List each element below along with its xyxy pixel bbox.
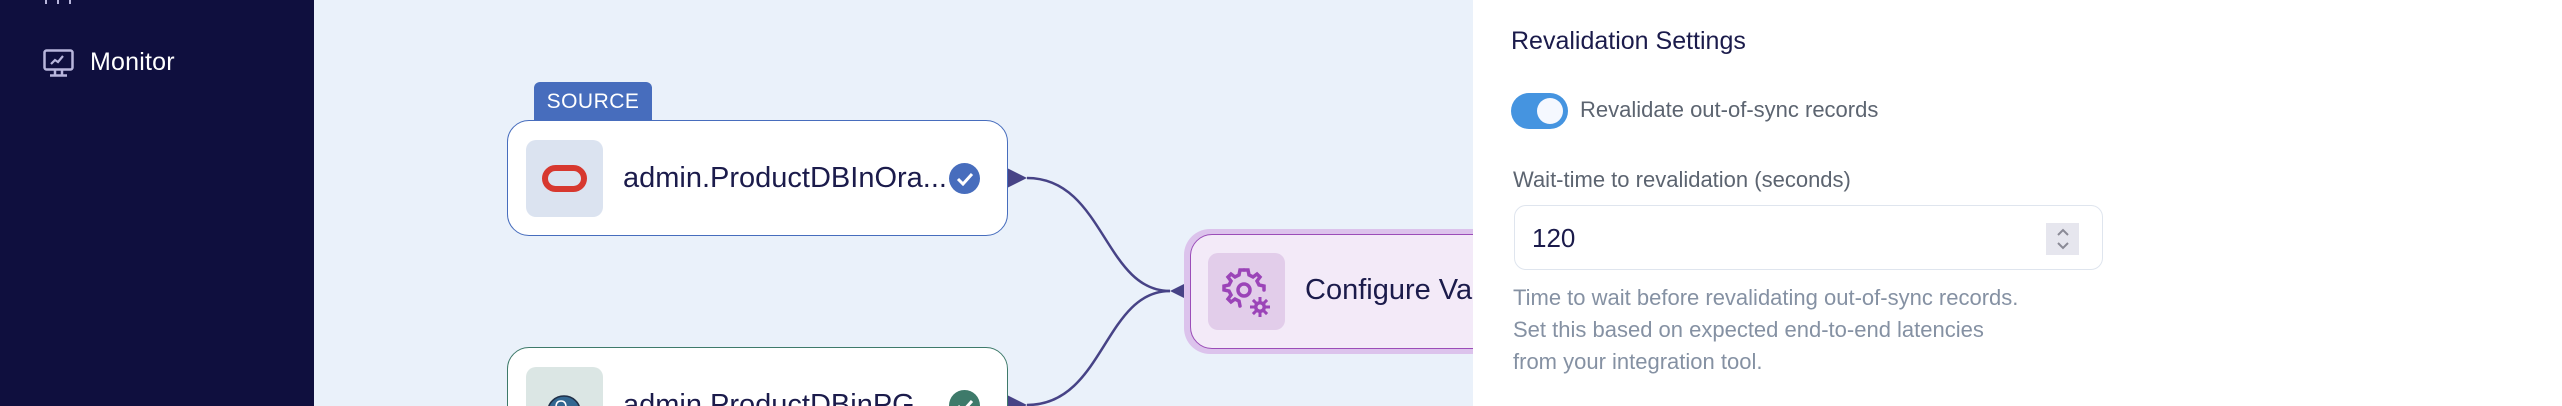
source-node-postgresql[interactable]: admin.ProductDBinPG... [507, 347, 1008, 406]
help-line: Set this based on expected end-to-end la… [1513, 317, 1984, 342]
section-title: Revalidation Settings [1511, 27, 1746, 55]
help-line: Time to wait before revalidating out-of-… [1513, 285, 2019, 310]
check-circle-icon [949, 390, 980, 406]
monitor-chart-icon [43, 49, 74, 77]
source-tab-label: SOURCE [534, 82, 652, 121]
sidebar: Monitor [0, 0, 314, 406]
wait-time-label: Wait-time to revalidation (seconds) [1513, 167, 1851, 192]
oracle-icon [526, 140, 603, 217]
flow-edges [1007, 168, 1190, 406]
number-stepper[interactable] [2046, 223, 2079, 255]
wait-time-help-text: Time to wait before revalidating out-of-… [1513, 282, 2073, 378]
partial-nav-icon [43, 0, 73, 4]
node-label: admin.ProductDBinPG... [623, 389, 939, 406]
check-circle-icon [949, 163, 980, 194]
chevron-up-down-icon [2056, 228, 2069, 250]
wait-time-input[interactable]: 120 [1514, 205, 2103, 270]
settings-panel: Revalidation Settings Revalidate out-of-… [1473, 0, 2562, 406]
config-validation-node[interactable]: Configure Va [1190, 234, 1473, 349]
help-line: from your integration tool. [1513, 349, 1763, 374]
flow-canvas[interactable]: SOURCE admin.ProductDBInOra... admin.Pro… [314, 0, 1473, 406]
node-label: admin.ProductDBInOra... [623, 162, 947, 194]
postgresql-icon [526, 367, 603, 406]
source-node-oracle[interactable]: admin.ProductDBInOra... [507, 120, 1008, 236]
sidebar-item-monitor[interactable]: Monitor [0, 40, 314, 86]
wait-time-value: 120 [1532, 223, 1576, 253]
toggle-knob [1537, 98, 1563, 124]
revalidate-toggle[interactable] [1511, 93, 1568, 129]
sidebar-item-label: Monitor [90, 48, 175, 76]
revalidate-toggle-label: Revalidate out-of-sync records [1580, 97, 1879, 122]
node-label: Configure Va [1305, 274, 1473, 306]
gear-cog-icon [1208, 253, 1285, 330]
